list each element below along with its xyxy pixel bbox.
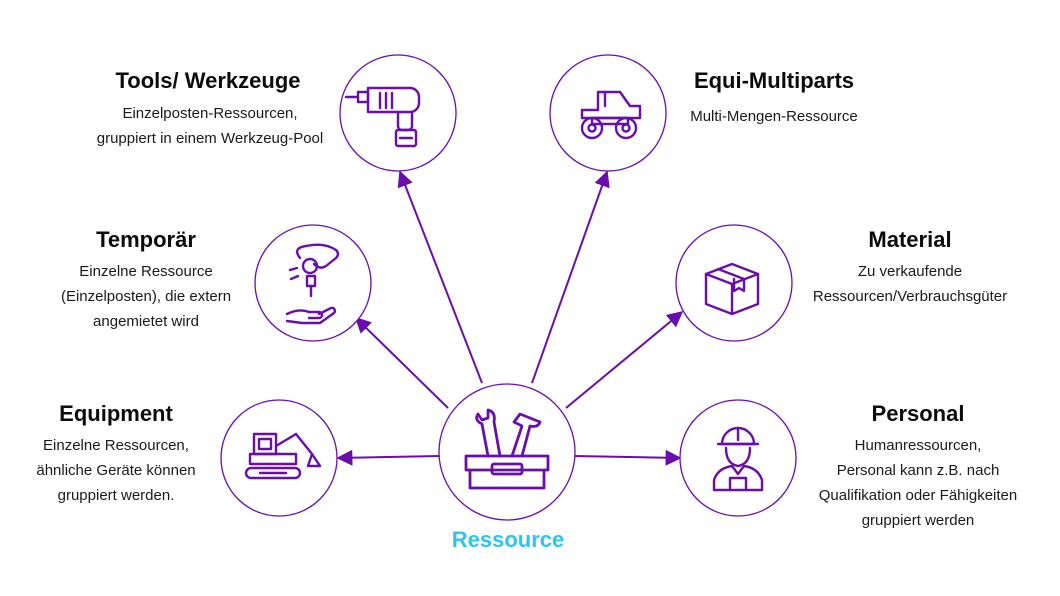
temporaer-desc-line: angemietet wird: [93, 313, 199, 330]
personal-circle: [679, 399, 797, 517]
personal-desc-line: Humanressourcen,: [854, 437, 982, 454]
personal-desc-line: gruppiert werden: [861, 512, 975, 529]
temporaer-circle: [254, 224, 372, 342]
equi-title: Equi-Multiparts: [693, 68, 855, 93]
drill-icon: [344, 86, 421, 148]
worker-icon: [712, 426, 764, 492]
tools-desc-line: gruppiert in einem Werkzeug-Pool: [96, 130, 324, 147]
arrow-to-temporaer: [354, 316, 449, 409]
rent-hand-icon: [285, 243, 340, 325]
toolbox-icon: [464, 408, 550, 490]
material-desc-line: Zu verkaufende: [857, 263, 963, 280]
equi-description: Multi-Mengen-Ressource: [654, 104, 894, 129]
material-desc-line: Ressourcen/Verbrauchsgüter: [812, 288, 1008, 305]
equipment-description: Einzelne Ressourcen, ähnliche Geräte kön…: [6, 433, 226, 508]
arrow-to-personal: [573, 449, 682, 466]
center-circle: [438, 383, 576, 521]
temporaer-title: Temporär: [96, 227, 196, 252]
temporaer-desc-line: (Einzelposten), die extern: [60, 288, 232, 305]
arrow-to-tools: [397, 170, 483, 384]
tools-description: Einzelposten-Ressourcen, gruppiert in ei…: [60, 101, 360, 151]
material-title: Material: [868, 227, 952, 252]
tools-desc-line: Einzelposten-Ressourcen,: [122, 105, 298, 122]
equipment-desc-line: ähnliche Geräte können: [36, 462, 196, 479]
monster-truck-icon: [580, 90, 642, 140]
excavator-icon: [244, 432, 322, 480]
temporaer-desc-line: Einzelne Ressource: [79, 263, 213, 280]
equi-desc-line: Multi-Mengen-Ressource: [690, 108, 858, 125]
temporaer-description: Einzelne Ressource (Einzelposten), die e…: [26, 259, 266, 334]
arrow-to-equi: [531, 170, 610, 384]
tools-title: Tools/ Werkzeuge: [115, 68, 301, 93]
arrow-to-equipment: [336, 449, 441, 466]
equi-circle: [549, 54, 667, 172]
personal-desc-line: Personal kann z.B. nach: [836, 462, 1000, 479]
equipment-desc-line: Einzelne Ressourcen,: [43, 437, 189, 454]
equipment-desc-line: gruppiert werden.: [57, 487, 175, 504]
personal-description: Humanressourcen, Personal kann z.B. nach…: [788, 433, 1048, 533]
center-label: Ressource: [451, 527, 565, 552]
personal-title: Personal: [871, 401, 965, 426]
box-icon: [704, 262, 760, 316]
equipment-circle: [220, 399, 338, 517]
personal-desc-line: Qualifikation oder Fähigkeiten: [818, 487, 1018, 504]
arrow-to-material: [565, 310, 684, 409]
equipment-title: Equipment: [59, 401, 173, 426]
material-description: Zu verkaufende Ressourcen/Verbrauchsgüte…: [780, 259, 1040, 309]
